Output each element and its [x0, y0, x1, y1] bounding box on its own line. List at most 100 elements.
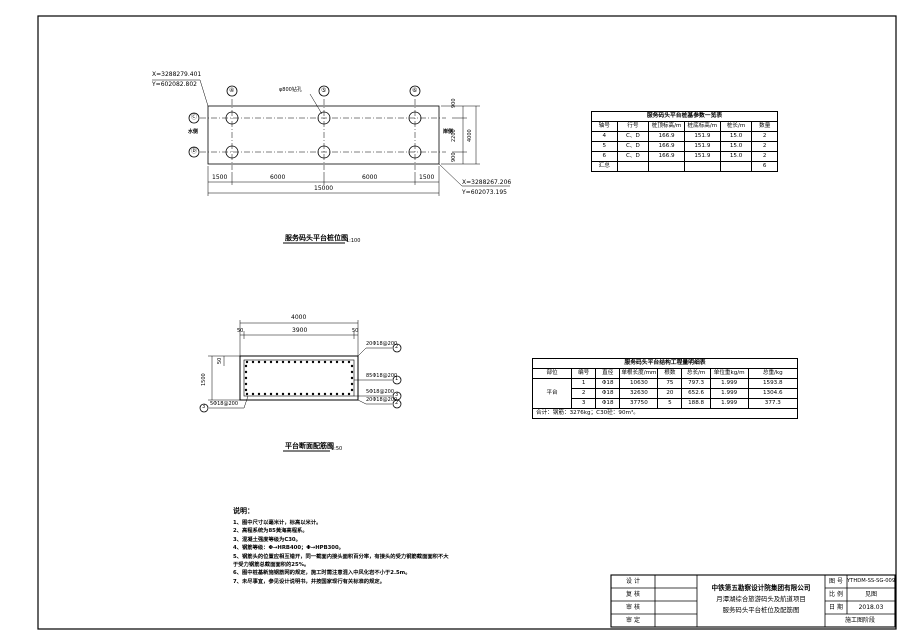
rebar-dot — [311, 360, 315, 364]
rebar-dot — [245, 392, 249, 396]
title-block-lines — [610, 574, 896, 628]
section-dim-left-inner: 50 — [217, 357, 223, 364]
table-cell: C、D — [616, 141, 650, 152]
table-cell: C、D — [616, 131, 650, 142]
table-cell — [719, 161, 753, 172]
rebar-dot — [317, 360, 321, 364]
section-dim-sub-2: 3900 — [292, 327, 308, 334]
plan-dim-right-2: 2200 — [451, 129, 457, 142]
plan-dim-right-total: 4000 — [467, 129, 473, 142]
section-title: 平台断面配筋图 — [285, 442, 334, 450]
rebar-dot — [245, 360, 249, 364]
plan-dim-bottom-2: 6000 — [270, 174, 286, 181]
shore-side-label: 岸侧 — [443, 129, 454, 135]
plan-dim-bottom-4: 1500 — [419, 174, 435, 181]
pile-table-title: 服务码头平台桩基参数一览表 — [591, 111, 778, 122]
rebar-dot — [263, 360, 267, 364]
pile-table-header: 桩长/m — [719, 121, 753, 132]
plan-title: 服务码头平台桩位图 — [285, 234, 348, 242]
table-row: 3 Φ18 37750 5 188.8 1.999 377.3 — [533, 398, 799, 409]
pile-plan — [152, 79, 510, 244]
rebar-dot — [323, 360, 327, 364]
table-row: 2 Φ18 32630 20 652.6 1.999 1304.6 — [533, 388, 799, 399]
role-review: 复 核 — [626, 591, 640, 598]
rebar-label: 85Φ18@200 — [366, 373, 398, 379]
axis-6-label: ⑥ — [412, 87, 418, 94]
table-cell: 1593.8 — [747, 378, 799, 389]
rebar-number: 3 — [395, 392, 399, 398]
rebar-dot — [263, 392, 267, 396]
note-line: 4、钢筋等级：Φ→HRB400；Φ→HPB300。 — [233, 545, 344, 552]
rebar-dot — [293, 360, 297, 364]
project-name: 月潭湖综合旅游码头及航道项目 — [716, 595, 806, 603]
table-cell: C、D — [616, 151, 650, 162]
rebar-label: 5Φ18@200 — [366, 389, 395, 395]
note-line: 6、图中桩基新施钢筋网的规定，施工时需注意混入中风化岩不小于2.5m。 — [233, 570, 411, 577]
table-cell: 15.0 — [719, 131, 753, 142]
qty-table-header: 总重/kg — [747, 368, 799, 379]
table-row: 平台 1 Φ18 10630 75 797.3 1.999 1593.8 — [531, 378, 799, 409]
table-cell: 2 — [751, 131, 778, 142]
table-cell: 166.9 — [648, 151, 685, 162]
pile-table-total-label: 汇总 — [591, 161, 618, 172]
table-cell: 166.9 — [648, 131, 685, 142]
rebar-dot — [293, 392, 297, 396]
axis-d-label: Ⓓ — [191, 148, 198, 155]
table-cell: 1.999 — [709, 388, 749, 399]
rebar-number: 2 — [395, 400, 399, 406]
pile-table-header: 行号 — [616, 121, 650, 132]
drawing-frame — [37, 15, 897, 630]
rebar-dot — [244, 370, 248, 374]
table-cell: 75 — [657, 378, 683, 389]
note-line: 7、未尽事宜，参见设计说明书，并按国家现行有关标准的规定。 — [233, 578, 386, 585]
table-cell: Φ18 — [595, 398, 621, 409]
qty-table-header: 直径 — [595, 368, 621, 379]
note-line: 1、图中尺寸以毫米计，标高以米计。 — [233, 520, 322, 526]
rebar-dot — [244, 382, 248, 386]
pile-parameter-table: 服务码头平台桩基参数一览表 轴号 行号 桩顶标高/m 桩底标高/m 桩长/m 数… — [591, 111, 778, 172]
rebar-dot — [317, 392, 321, 396]
plan-coord-topleft-x: X=3288279.401 — [152, 71, 202, 78]
table-row: 5 C、D 166.9 151.9 15.0 2 — [591, 141, 778, 152]
rebar-label-left: 5Φ18@200 — [210, 401, 239, 407]
rebar-dot — [299, 360, 303, 364]
qty-table-header: 单位重kg/m — [709, 368, 749, 379]
table-cell: 3 — [571, 398, 597, 409]
rebar-dot — [335, 360, 339, 364]
rebar-number-left: 3 — [202, 404, 206, 410]
table-cell: 151.9 — [683, 141, 721, 152]
rebar-label: 20Φ18@200 — [366, 341, 398, 347]
rebar-dot — [329, 360, 333, 364]
plan-dim-total: 15000 — [314, 185, 334, 192]
rebar-dot — [275, 392, 279, 396]
note-line: 3、混凝土强度等级为C30。 — [233, 536, 301, 543]
rebar-dot — [287, 360, 291, 364]
pile-table-header: 数量 — [751, 121, 778, 132]
plan-coord-bottomright-y: Y=602073.195 — [462, 189, 507, 196]
rebar-dot — [350, 370, 354, 374]
section-dim-sub-1: 50 — [237, 328, 244, 334]
table-cell: 151.9 — [683, 131, 721, 142]
table-cell: 1304.6 — [747, 388, 799, 399]
role-design: 设 计 — [626, 578, 640, 585]
table-cell: 15.0 — [719, 151, 753, 162]
section-scale: 1:50 — [331, 446, 343, 452]
rebar-dot — [323, 392, 327, 396]
rebar-dot — [299, 392, 303, 396]
rebar-label: 20Φ18@200 — [366, 397, 398, 403]
pile-circle — [408, 145, 422, 159]
rebar-dot — [251, 392, 255, 396]
pile-table-header: 桩底标高/m — [683, 121, 721, 132]
pile-circle — [317, 111, 331, 125]
note-line: 5、钢筋头的位置应相互错开，同一截面内接头面积百分率，有接头的受力钢筋截面面积不… — [233, 553, 449, 560]
qty-table-header: 单根长度/mm — [619, 368, 659, 379]
pile-table-total-value: 6 — [751, 161, 778, 172]
table-cell: Φ18 — [595, 388, 621, 399]
table-cell: 166.9 — [648, 141, 685, 152]
table-cell: 5 — [657, 398, 683, 409]
rebar-dot — [281, 392, 285, 396]
pile-circle — [317, 145, 331, 159]
rebar-dot — [287, 392, 291, 396]
table-cell: 2 — [571, 388, 597, 399]
